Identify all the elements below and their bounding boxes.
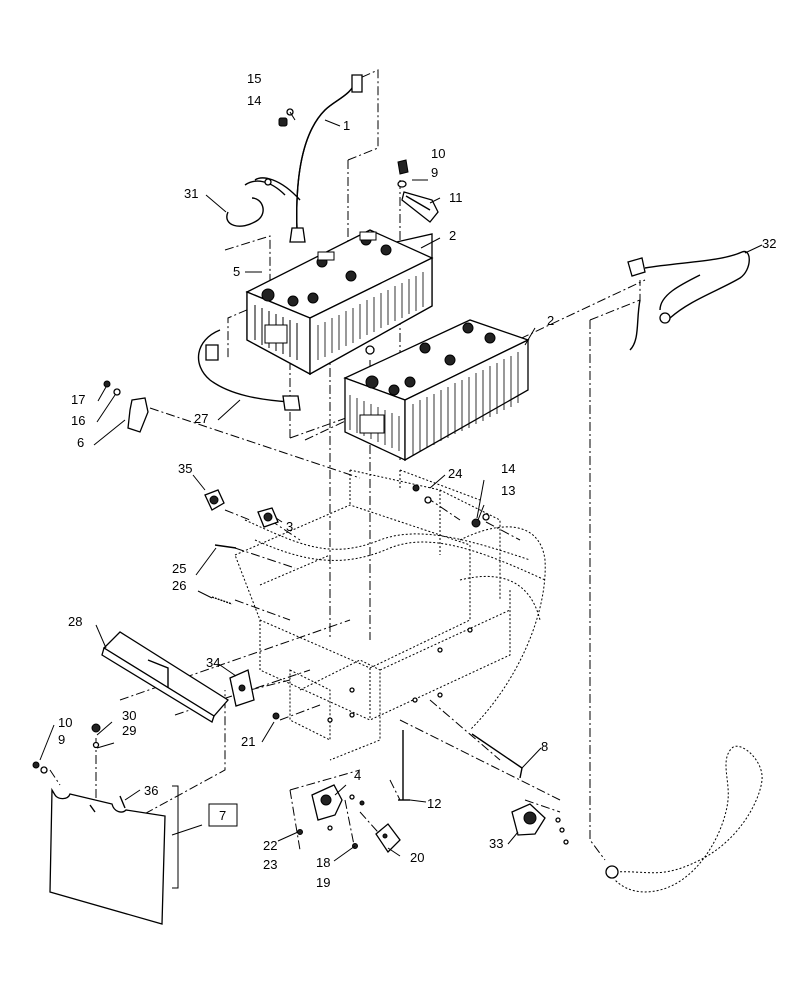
callout-9: 9: [431, 165, 438, 180]
callout-3: 3: [286, 519, 293, 534]
bracket-34: [229, 669, 255, 707]
callout-33: 33: [489, 836, 503, 851]
callout-5: 5: [233, 264, 240, 279]
callout-9b: 9: [58, 732, 65, 747]
cover-plate-28: [101, 631, 229, 723]
switch-3: [257, 507, 279, 528]
callout-36: 36: [144, 783, 158, 798]
callout-14b: 14: [501, 461, 515, 476]
callout-17: 17: [71, 392, 85, 407]
callout-14: 14: [247, 93, 261, 108]
battery-cable-31: [226, 177, 301, 227]
hold-down-bracket: [397, 159, 439, 223]
callout-32: 32: [762, 236, 776, 251]
rod-12: [398, 730, 410, 801]
callout-21: 21: [241, 734, 255, 749]
fasteners-upper: [211, 484, 490, 605]
fasteners-lower: [297, 825, 358, 849]
callout-8: 8: [541, 739, 548, 754]
wire-harness: [605, 745, 763, 893]
callout-2b: 2: [547, 313, 554, 328]
callout-1: 1: [343, 118, 350, 133]
callout-18: 18: [316, 855, 330, 870]
callout-31: 31: [184, 186, 198, 201]
washer-icon: [278, 117, 288, 127]
relay-4: [311, 784, 365, 821]
callout-4: 4: [354, 768, 361, 783]
callout-13: 13: [501, 483, 515, 498]
callout-11: 11: [449, 190, 463, 205]
battery-cable-1: [278, 74, 363, 243]
cover-plate-7: [32, 723, 179, 925]
callout-34: 34: [206, 655, 220, 670]
callout-29: 29: [122, 723, 136, 738]
bracket-6: [103, 380, 149, 433]
callout-24: 24: [448, 466, 462, 481]
battery-upper: [245, 229, 434, 376]
callout-labels: 15 14 1 10 9 11 31 2 32 5 2 17 16 27 6 3…: [58, 71, 776, 890]
callout-30: 30: [122, 708, 136, 723]
callout-10b: 10: [58, 715, 72, 730]
callout-7: 7: [219, 808, 226, 823]
callout-27: 27: [194, 411, 208, 426]
switch-33: [511, 803, 569, 845]
battery-cable-32: [627, 250, 750, 351]
battery-cable-27: [197, 329, 301, 411]
battery-tray: [234, 469, 546, 761]
callout-19: 19: [316, 875, 330, 890]
callout-26: 26: [172, 578, 186, 593]
switch-35: [204, 489, 225, 511]
callout-35: 35: [178, 461, 192, 476]
bolt-21: [272, 712, 280, 720]
rod-8: [471, 733, 523, 779]
callout-7-box: [208, 803, 238, 827]
callout-28: 28: [68, 614, 82, 629]
callout-25: 25: [172, 561, 186, 576]
callout-6: 6: [77, 435, 84, 450]
callout-23: 23: [263, 857, 277, 872]
callout-10: 10: [431, 146, 445, 161]
bracket-20: [375, 823, 401, 854]
assembly-lines: [49, 69, 646, 861]
callout-16: 16: [71, 413, 85, 428]
callout-20: 20: [410, 850, 424, 865]
callout-22: 22: [263, 838, 277, 853]
callout-12: 12: [427, 796, 441, 811]
leader-lines: [39, 111, 763, 862]
battery-lower: [343, 319, 530, 462]
callout-2: 2: [449, 228, 456, 243]
callout-15: 15: [247, 71, 261, 86]
